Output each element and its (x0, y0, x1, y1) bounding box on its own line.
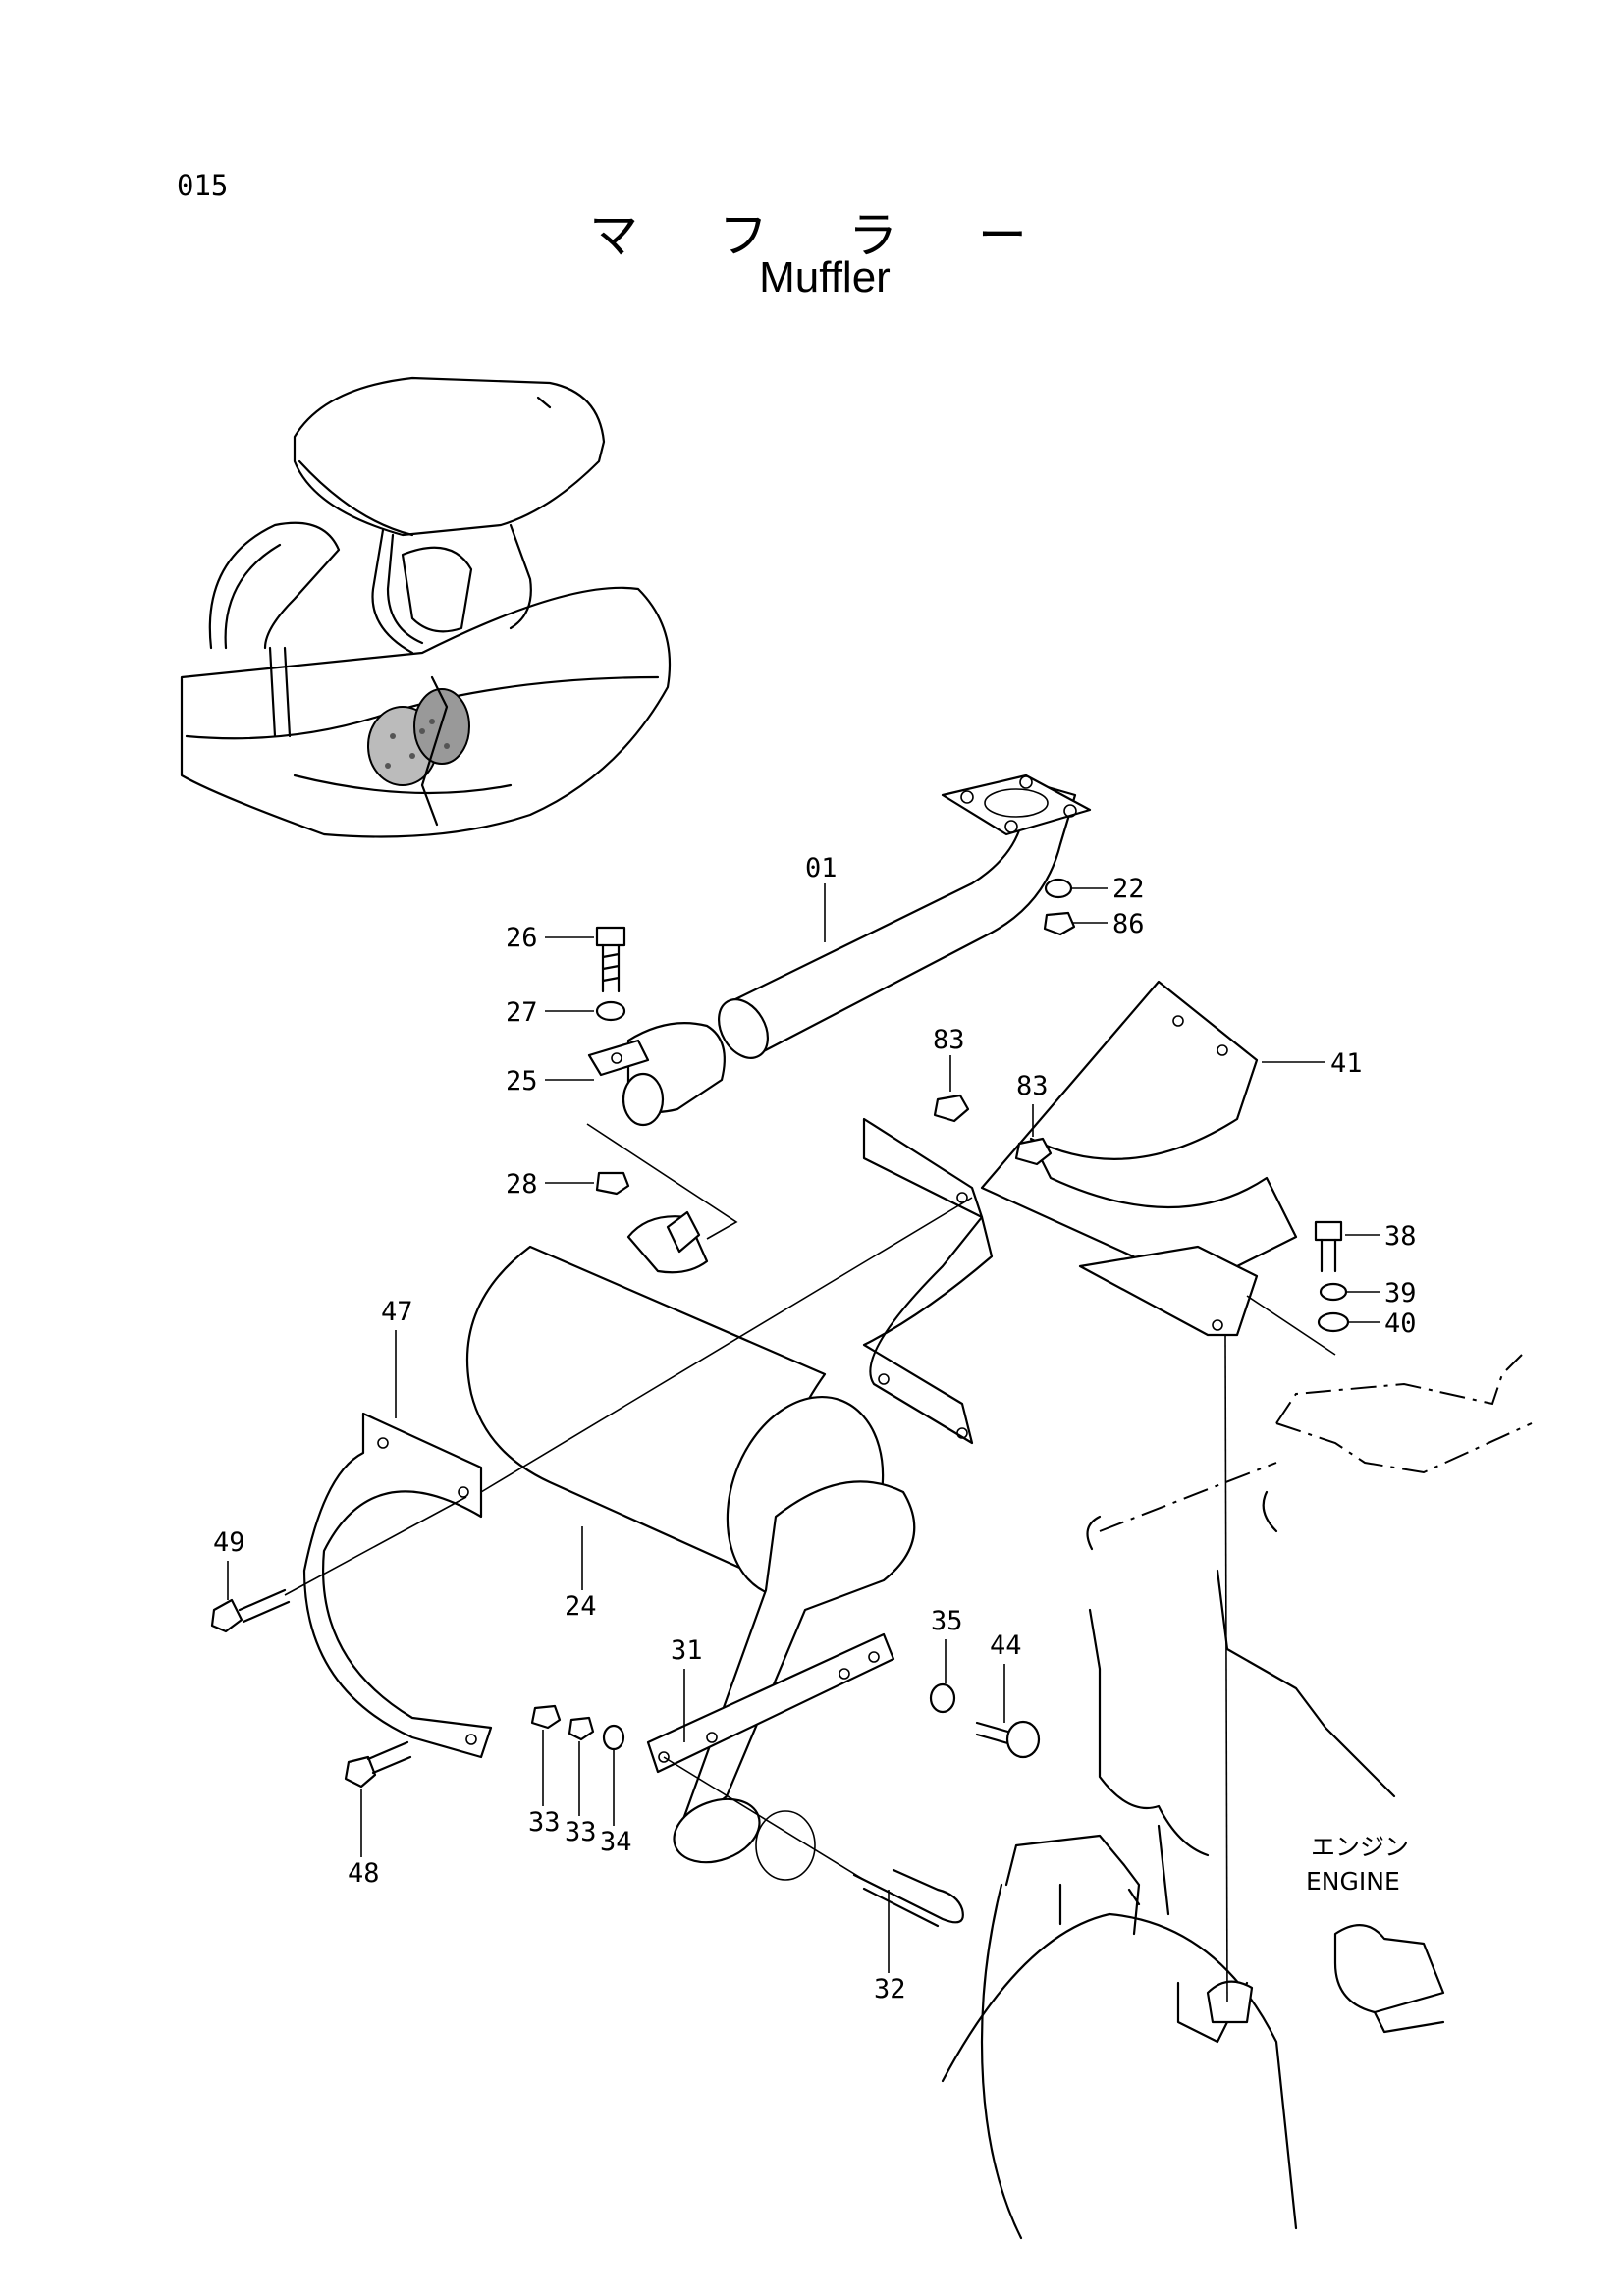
callout-35: 35 (931, 1606, 963, 1636)
engine-label-japanese: エンジン (1311, 1833, 1409, 1861)
engine-label-english: ENGINE (1306, 1867, 1400, 1896)
callout-01: 01 (805, 853, 838, 883)
part-support-bracket (862, 980, 1298, 1445)
callout-25: 25 (506, 1066, 538, 1096)
callout-33b: 33 (565, 1817, 597, 1847)
machine-overview-illustration (180, 376, 672, 838)
part-washer-27 (595, 1000, 626, 1022)
callout-49: 49 (213, 1527, 245, 1558)
callout-24: 24 (565, 1591, 597, 1622)
part-nut-33a (530, 1704, 562, 1730)
page-code: 015 (177, 169, 229, 202)
part-bolt-38 (1314, 1220, 1343, 1273)
part-bolt-48 (344, 1740, 412, 1789)
part-clamp (587, 1022, 726, 1127)
callout-48: 48 (348, 1858, 380, 1889)
part-u-bolt (852, 1868, 964, 1928)
part-exhaust-pipe (718, 774, 1092, 1059)
callout-32: 32 (874, 1974, 906, 2004)
callout-44: 44 (990, 1630, 1022, 1661)
part-bolt-26 (595, 926, 626, 993)
part-nut-28 (595, 1171, 630, 1196)
callout-26: 26 (506, 923, 538, 953)
callout-41: 41 (1330, 1048, 1363, 1079)
leader-lines (227, 883, 1380, 2003)
callout-47: 47 (381, 1297, 413, 1327)
title-japanese: マ フ ラ ー (589, 208, 1060, 263)
part-washer-34 (602, 1724, 625, 1751)
callout-38: 38 (1384, 1221, 1417, 1252)
part-bracket-31 (646, 1632, 895, 1774)
part-bolt-44 (975, 1720, 1041, 1759)
muffler-highlight (367, 675, 470, 827)
part-nut-83a (933, 1094, 970, 1123)
callout-22: 22 (1112, 874, 1145, 904)
callout-33a: 33 (528, 1807, 561, 1838)
callout-39: 39 (1384, 1278, 1417, 1308)
part-nut-83b (1014, 1137, 1053, 1166)
callout-28: 28 (506, 1169, 538, 1200)
part-washer-39 (1319, 1282, 1348, 1302)
callout-83b: 83 (1016, 1071, 1049, 1101)
part-bolt-49 (210, 1588, 291, 1633)
part-nut-33b (568, 1716, 595, 1741)
part-washer-22 (1044, 878, 1073, 899)
part-washer-35 (929, 1682, 956, 1714)
part-clamp-band (302, 1412, 493, 1759)
callout-86: 86 (1112, 909, 1145, 939)
callout-31: 31 (671, 1635, 703, 1666)
part-muffler (465, 1210, 916, 1881)
engine-outline (941, 1354, 1533, 2240)
title-english: Muffler (759, 253, 891, 301)
callout-83a: 83 (933, 1025, 965, 1055)
callout-27: 27 (506, 997, 538, 1028)
part-washer-40 (1317, 1311, 1350, 1333)
callout-40: 40 (1384, 1308, 1417, 1339)
callout-34: 34 (600, 1827, 632, 1857)
part-nut-86 (1043, 911, 1076, 936)
callout-labels: 01 22 86 26 27 25 28 83 83 41 38 39 40 4… (213, 853, 1417, 2004)
